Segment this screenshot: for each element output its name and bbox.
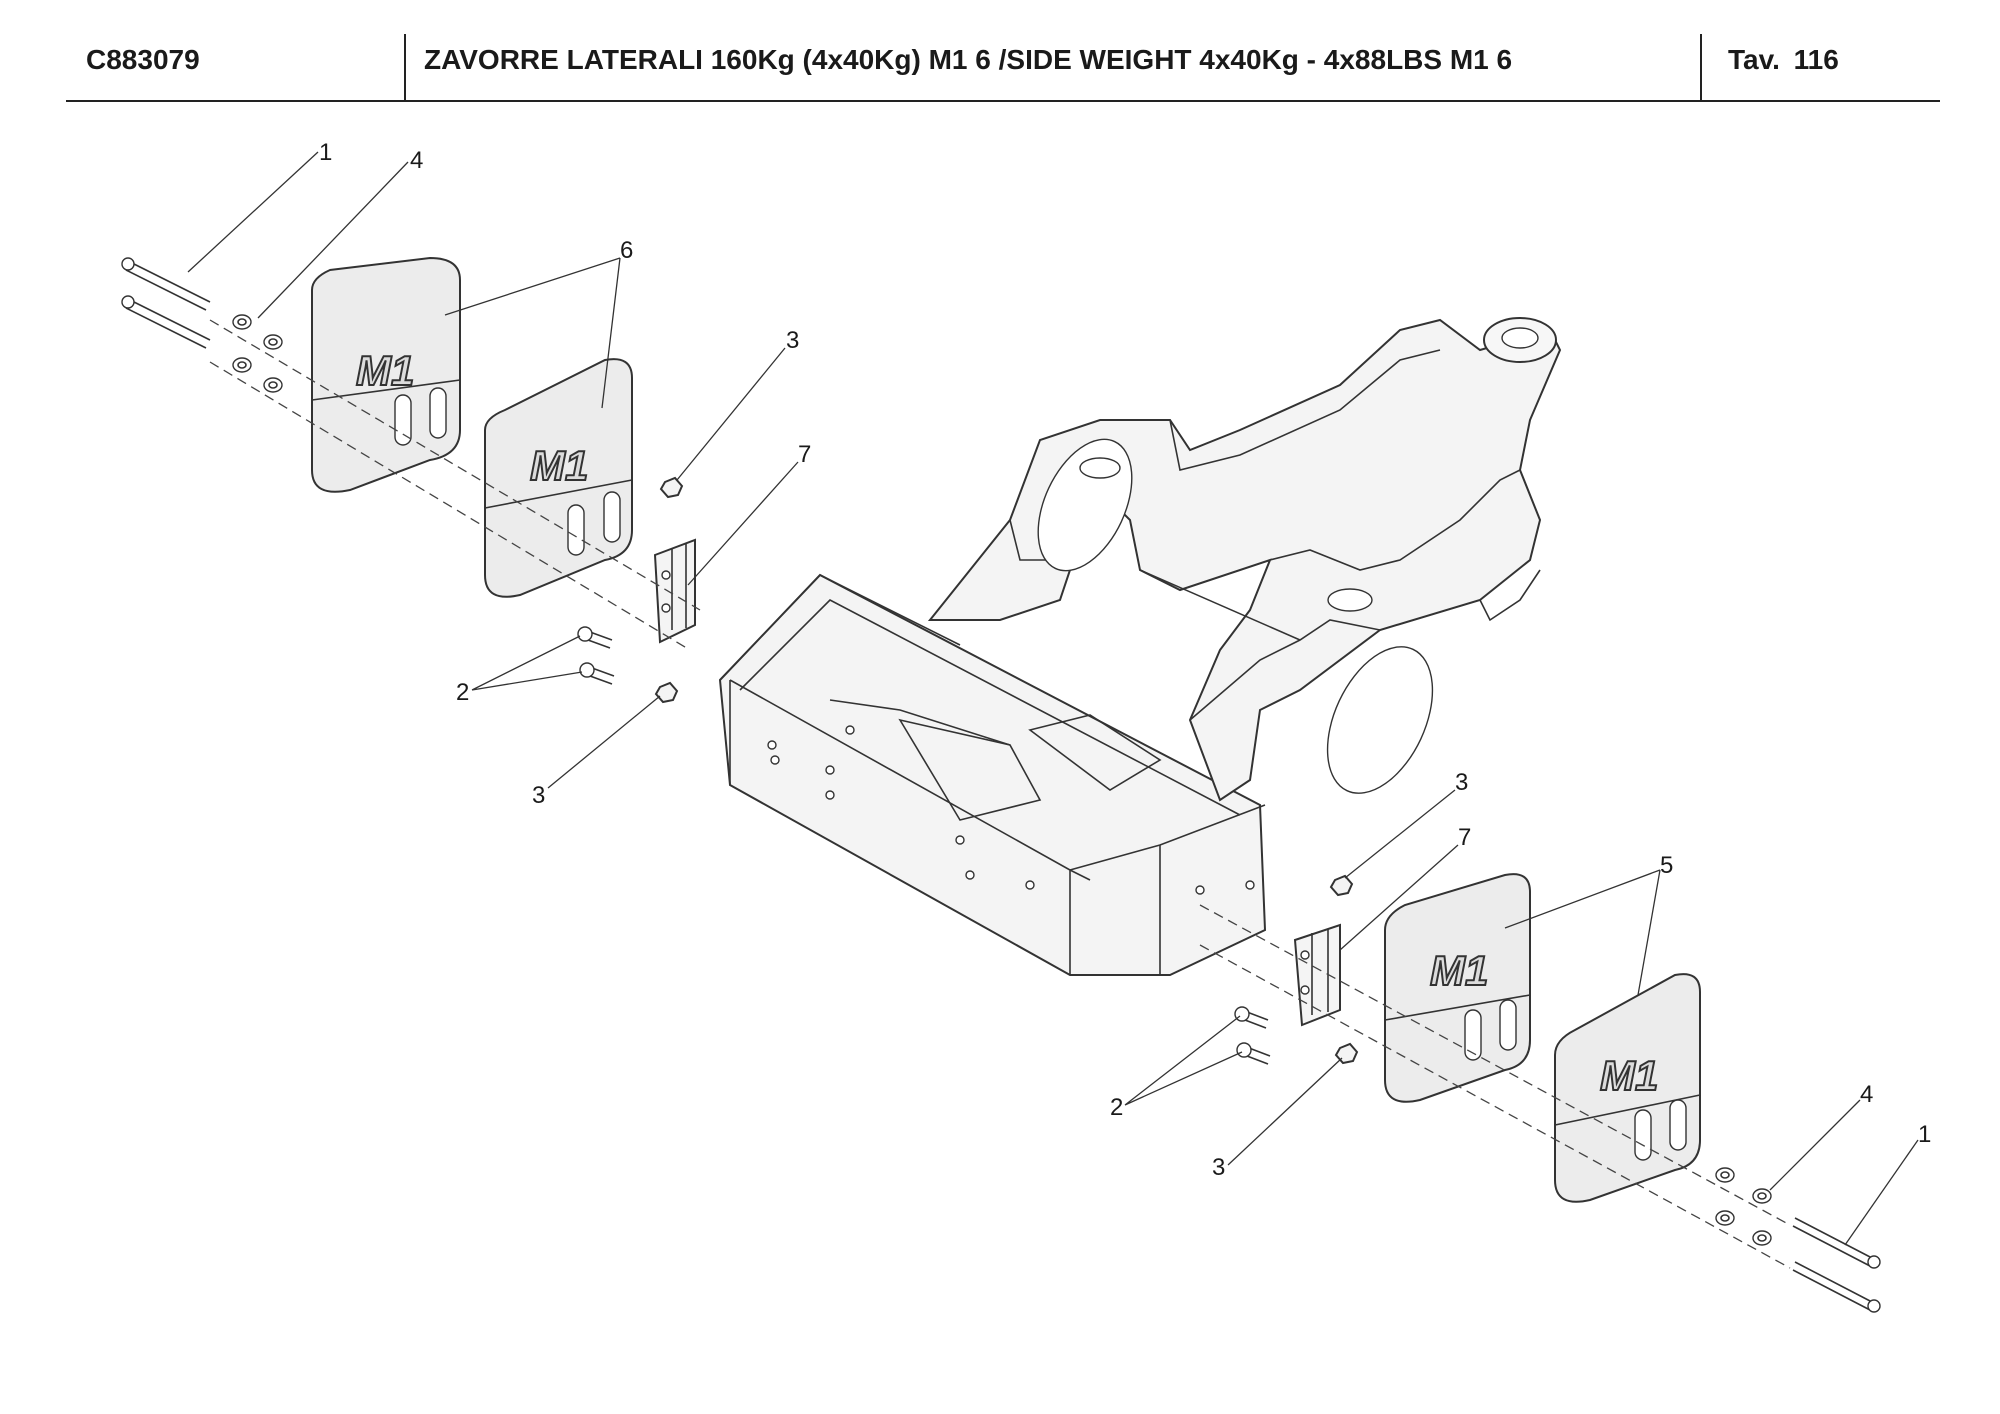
callout-left-washer: 4 [410,147,423,174]
callout-right-nut-top: 3 [1455,769,1468,796]
callout-left-weight: 6 [620,237,633,264]
left-weight-6-outer: M1 [311,256,461,493]
callout-left-bracket: 7 [798,441,811,468]
leader-lines [187,151,1919,1246]
callout-left-bolt: 1 [319,139,332,166]
right-weight-5-inner: M1 [1384,873,1531,1103]
title-block: C883079 ZAVORRE LATERALI 160Kg (4x40Kg) … [0,0,2000,102]
callout-right-nut-bottom: 3 [1212,1154,1225,1181]
left-bolt-1 [121,257,211,349]
title-separator [1700,34,1702,100]
right-bolt-1 [1792,1217,1881,1313]
right-washer-4 [1715,1167,1772,1246]
callouts: 1 4 6 3 7 2 3 3 7 5 2 3 4 1 [319,139,1931,1181]
drawing-title: ZAVORRE LATERALI 160Kg (4x40Kg) M1 6 /SI… [424,44,1513,75]
chassis-frame [718,317,1562,976]
right-weight-5-outer: M1 [1554,973,1701,1203]
callout-left-nut-top: 3 [786,327,799,354]
part-code: C883079 [86,44,200,75]
callout-right-screw: 2 [1110,1094,1123,1121]
weight-logo: M1 [1430,947,1488,994]
header-rule [66,100,1940,102]
left-washer-4 [232,314,283,393]
right-screw-2 [1234,1006,1271,1065]
weight-logo: M1 [530,442,588,489]
weight-logo: M1 [1600,1052,1658,1099]
sheet-number: Tav. 116 [1728,44,1839,75]
callout-right-washer: 4 [1860,1081,1873,1108]
callout-right-weight: 5 [1660,852,1673,879]
callout-right-bracket: 7 [1458,824,1471,851]
left-nut-3 [654,476,684,704]
callout-right-bolt: 1 [1918,1121,1931,1148]
left-bracket-7 [653,538,696,644]
title-separator [404,34,406,100]
left-screw-2 [577,626,615,685]
left-weight-6-inner: M1 [484,358,633,598]
callout-left-nut-bottom: 3 [532,782,545,809]
callout-left-screw: 2 [456,679,469,706]
weight-logo: M1 [356,347,414,394]
right-bracket-7 [1293,923,1341,1027]
